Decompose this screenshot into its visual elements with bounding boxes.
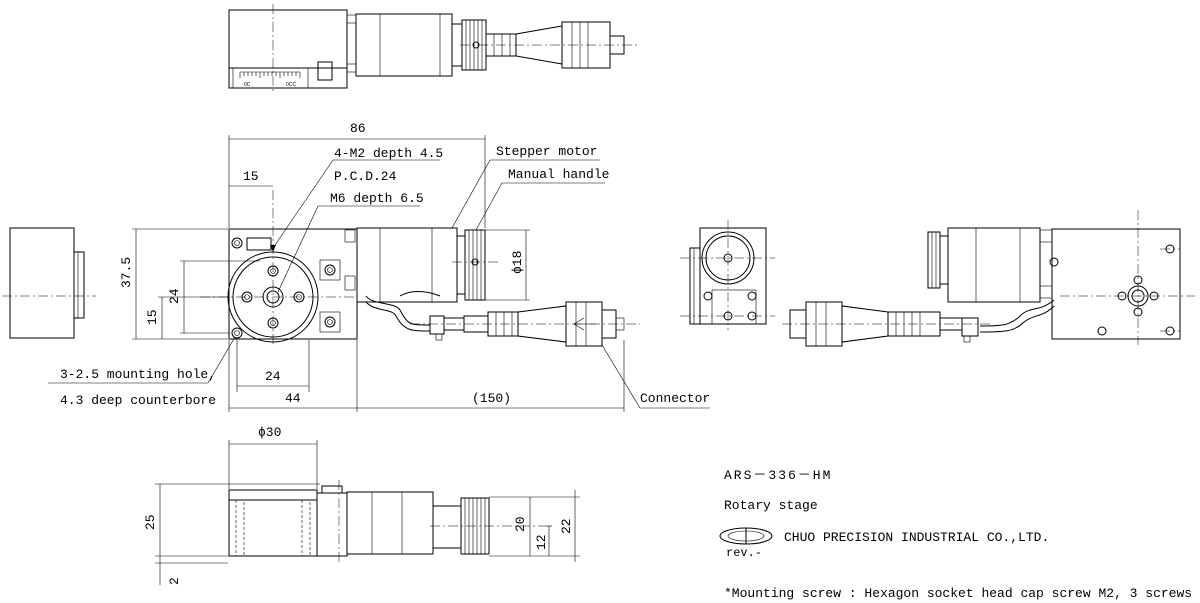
callouts: 4-M2 depth 4.5 P.C.D.24 M6 depth 6.5 Ste… [48, 144, 710, 409]
dim-44: 44 [285, 391, 301, 406]
product-name: Rotary stage [724, 498, 818, 513]
scale-label-left: 0C [244, 82, 251, 88]
dim-2: 2 [167, 577, 182, 585]
callout-mounting-hole-line2: 4.3 deep counterbore [60, 393, 216, 408]
callout-stepper-motor: Stepper motor [496, 144, 597, 159]
dim-15-top: 15 [243, 169, 259, 184]
side-view-dimensions: ϕ30 25 2 20 12 22 [143, 425, 580, 585]
company-logo [719, 527, 773, 545]
dim-150: (150) [472, 391, 511, 406]
dim-24-left: 24 [167, 288, 182, 304]
end-view [680, 220, 775, 330]
dim-20: 20 [513, 516, 528, 532]
callout-mounting-hole-line1: 3-2.5 mounting hole, [60, 367, 216, 382]
model-number: ARS－336－HM [724, 468, 832, 483]
rear-view [782, 210, 1195, 347]
callout-m2-depth: 4-M2 depth 4.5 [334, 146, 443, 161]
mounting-screw-note: *Mounting screw : Hexagon socket head ca… [724, 586, 1192, 601]
callout-m6-depth: M6 depth 6.5 [330, 191, 424, 206]
left-side-view [2, 227, 96, 339]
dim-phi30: ϕ30 [258, 425, 281, 440]
callout-pcd: P.C.D.24 [334, 169, 397, 184]
dim-12: 12 [534, 534, 549, 550]
revision: rev.- [726, 546, 762, 560]
front-view [200, 190, 640, 347]
dim-24-bottom: 24 [265, 369, 281, 384]
dim-86: 86 [350, 121, 366, 136]
dim-15-left: 15 [145, 309, 160, 325]
top-view-scale: 0C 0CC [239, 71, 301, 88]
company-name: CHUO PRECISION INDUSTRIAL CO.,LTD. [784, 530, 1049, 545]
callout-manual-handle: Manual handle [508, 167, 609, 182]
dim-phi18: ϕ18 [510, 251, 525, 274]
dim-22: 22 [559, 518, 574, 534]
front-view-dimensions: 86 15 37.5 24 15 24 44 (150) ϕ18 [119, 121, 625, 412]
scale-label-right: 0CC [286, 82, 296, 88]
side-view [228, 480, 545, 562]
callout-connector: Connector [640, 391, 710, 406]
dim-25: 25 [143, 514, 158, 530]
title-block: ARS－336－HM Rotary stage CHUO PRECISION I… [719, 468, 1192, 601]
top-view: 0C 0CC [228, 4, 640, 94]
dim-37-5: 37.5 [119, 257, 134, 288]
